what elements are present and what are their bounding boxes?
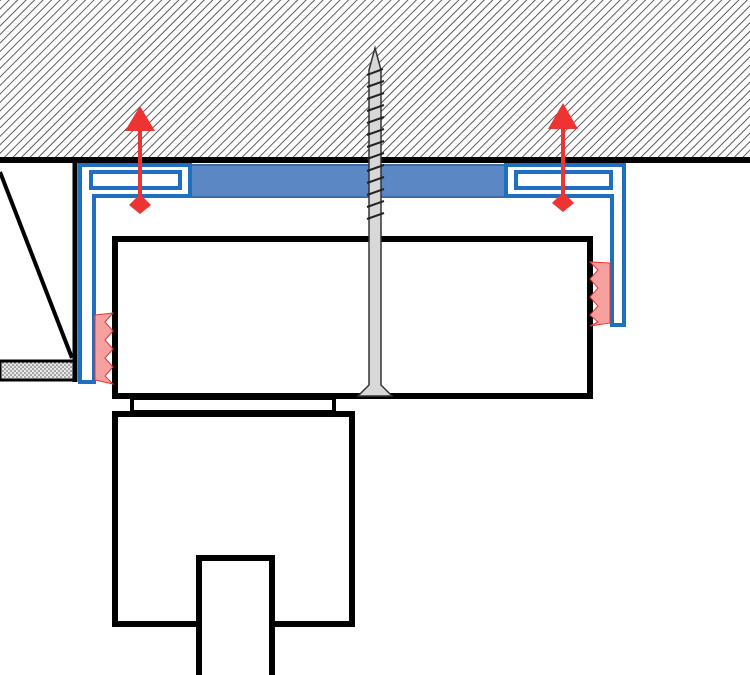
connector-neck [130,396,336,414]
right-lift-arrow-icon [548,103,578,212]
main-housing [112,236,593,399]
left-lift-arrow-icon [125,106,155,214]
lower-post [196,555,275,675]
left-grip-pad [94,312,115,385]
left-wall-section [0,160,78,382]
mounting-strip [189,164,506,198]
screw [356,45,394,397]
right-grip-pad [588,261,611,327]
left-clip-profile [78,163,192,384]
